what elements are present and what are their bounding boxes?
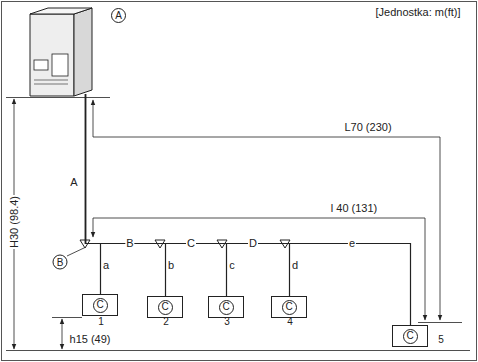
unit-number: 2 [163, 317, 169, 327]
dimension: L70 (230) [343, 121, 392, 133]
unit-number: 5 [438, 335, 444, 345]
refrigerant-pipe [86, 94, 411, 325]
callout-letter: B [53, 255, 68, 270]
outdoor-unit-drawing [28, 4, 98, 98]
callout-letter: C [282, 300, 297, 315]
dimension: l 40 (131) [330, 202, 378, 214]
pipe-label: c [228, 259, 236, 271]
refrigerant-pipe [86, 94, 166, 296]
pipe-label: A [69, 176, 78, 188]
callout-letter: A [111, 8, 126, 23]
pipe-label: d [291, 259, 299, 271]
unit-number: 1 [98, 317, 104, 327]
pipe-label: e [348, 237, 356, 249]
callout-letter: C [219, 300, 234, 315]
indoor-unit: C3 [208, 296, 244, 318]
unit-number: 4 [287, 317, 293, 327]
dimension: h15 (49) [69, 333, 112, 345]
refrigerant-pipe [86, 94, 290, 296]
refrigerant-pipe [86, 94, 101, 294]
indoor-unit: C4 [271, 296, 307, 318]
unit-number: 3 [224, 317, 230, 327]
pipe-label: B [125, 237, 134, 249]
pipe-label: C [186, 237, 196, 249]
indoor-unit: C5 [392, 325, 428, 347]
pipe-label: b [167, 259, 175, 271]
unit-note: [Jednostka: m(ft)] [375, 6, 462, 18]
indoor-unit: C2 [147, 296, 183, 318]
callout-letter: C [403, 329, 418, 344]
callout-letter: C [93, 298, 108, 313]
refrigerant-pipe [86, 94, 227, 296]
callout-letter: C [158, 300, 173, 315]
outdoor-unit: A [28, 4, 94, 97]
indoor-unit: C1 [82, 294, 118, 316]
pipe-label: D [248, 237, 258, 249]
dimension-lines [6, 98, 470, 351]
pipe-label: a [102, 259, 110, 271]
dimension: H30 (98.4) [8, 195, 20, 249]
